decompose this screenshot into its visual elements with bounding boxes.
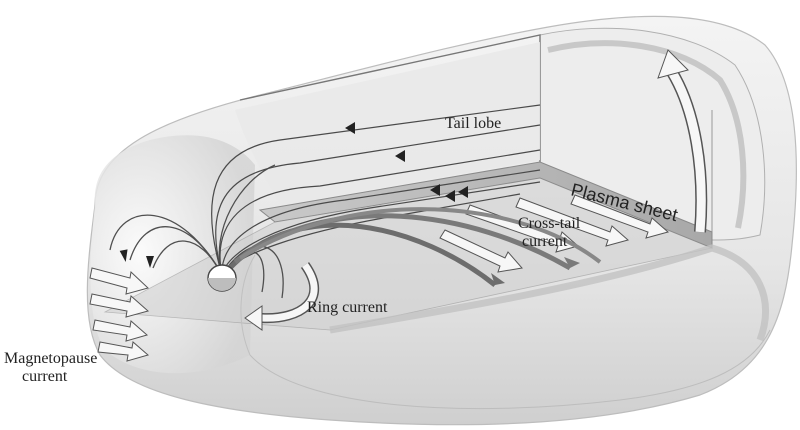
tail-inner-rim: [547, 40, 747, 229]
field-direction-arrows: [119, 122, 468, 268]
label-cross-tail-1: Cross-tail: [518, 215, 581, 232]
label-ring-current: Ring current: [307, 299, 388, 316]
label-cross-tail-2: current: [522, 233, 568, 250]
inner-shell-arc: [240, 254, 256, 356]
magnetopause-current-arrow-right: [657, 49, 708, 233]
magnetopause-current-arrows: [89, 267, 150, 362]
label-tail-lobe: Tail lobe: [445, 115, 501, 132]
particle-drift-arrows: [228, 207, 602, 287]
lower-shell-outline: [249, 329, 771, 410]
label-magnetopause-1: Magnetopause: [4, 350, 97, 367]
lower-shell-edge: [329, 244, 770, 342]
label-magnetopause-2: current: [22, 368, 68, 385]
ring-current-arrow: [244, 262, 320, 331]
tail-lobe-wall: [235, 42, 540, 205]
earth: [207, 264, 237, 292]
